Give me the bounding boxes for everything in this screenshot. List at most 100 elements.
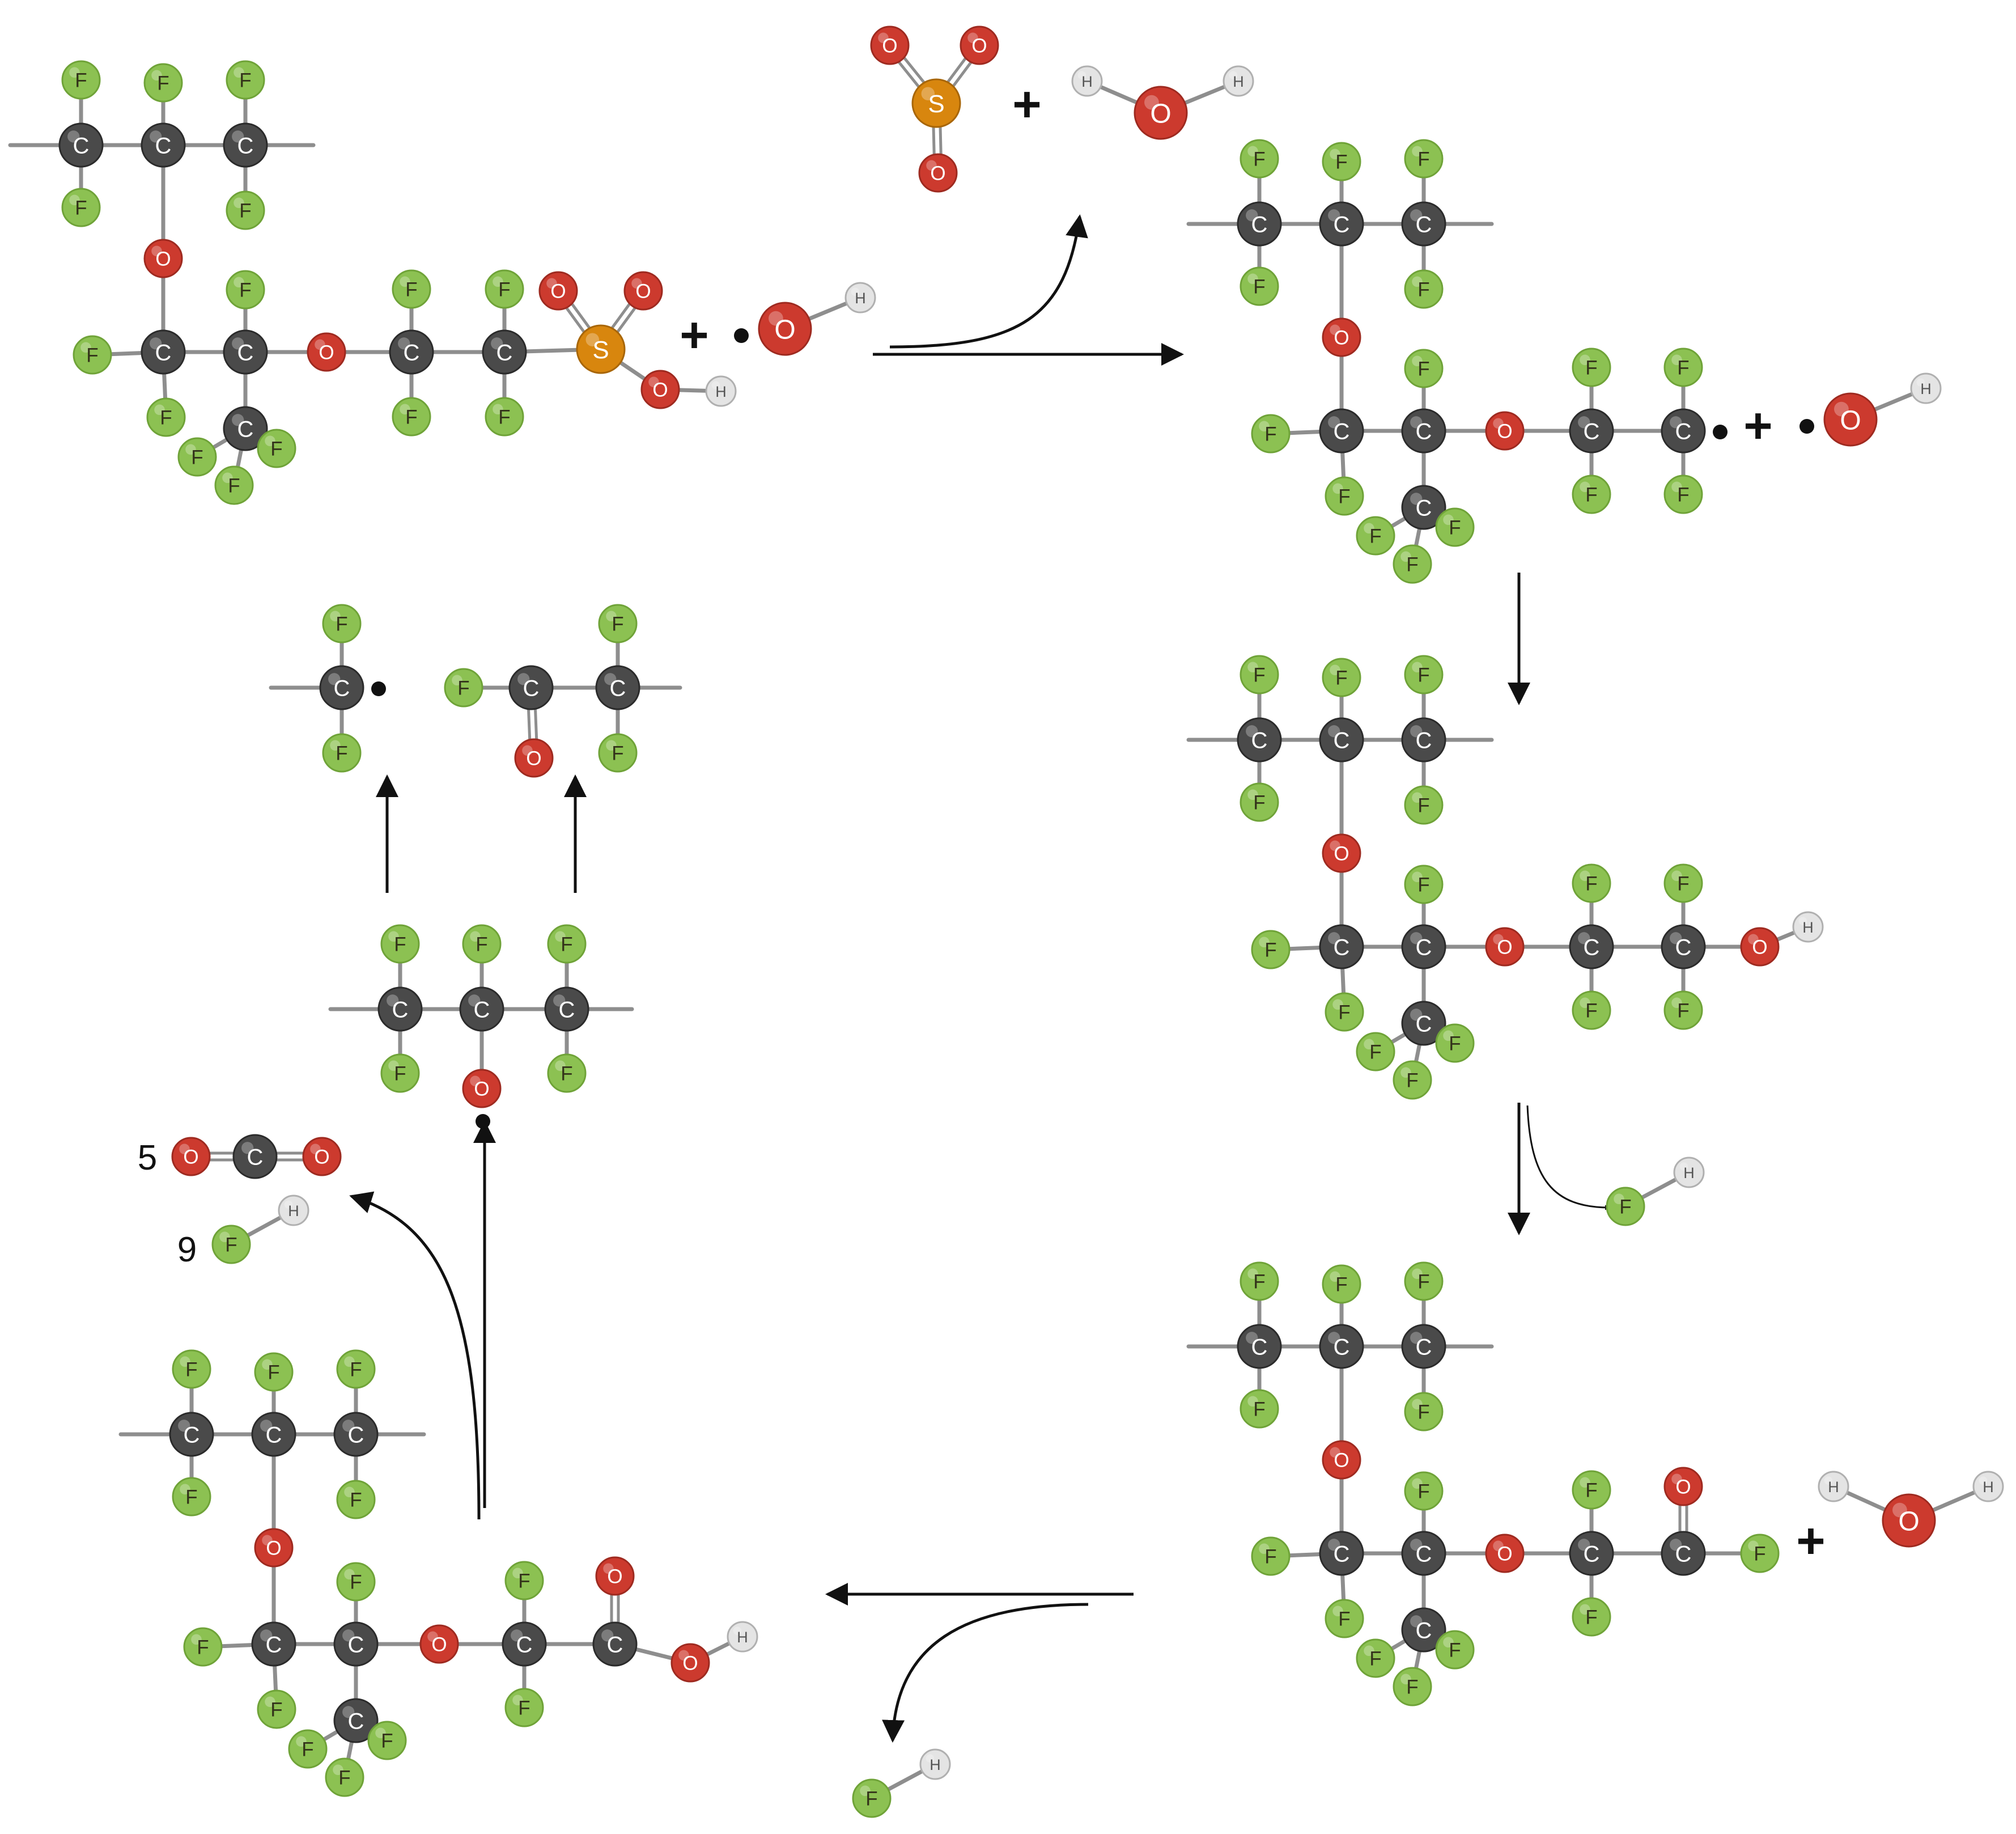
atom-label: C: [266, 1422, 282, 1447]
atom-c: C: [592, 1621, 638, 1667]
atom-label: F: [270, 438, 282, 460]
atom-f: F: [226, 190, 265, 230]
atom-label: F: [457, 677, 469, 700]
atom-label: C: [247, 1145, 264, 1170]
plus-sign: +: [1743, 397, 1772, 454]
atom-f: F: [1606, 1187, 1645, 1226]
atom-label: F: [1449, 1640, 1461, 1662]
atom-c: C: [1569, 408, 1614, 454]
atom-c: C: [141, 122, 186, 168]
atom-c: C: [319, 665, 364, 710]
atom-o: O: [870, 26, 910, 65]
atom-f: F: [598, 604, 638, 643]
atom-label: F: [228, 475, 240, 497]
atom-label: F: [225, 1234, 237, 1256]
atom-f: F: [1404, 865, 1444, 904]
atom-f: F: [598, 733, 638, 773]
atom-label: F: [350, 1359, 362, 1381]
atom-label: F: [1417, 279, 1429, 301]
atom-label: F: [1406, 1676, 1418, 1699]
atom-f: F: [226, 60, 265, 100]
atom-c: C: [459, 986, 504, 1032]
atom-f: F: [1322, 658, 1361, 697]
radical-dot: [476, 1114, 490, 1129]
atom-f: F: [392, 397, 431, 437]
atom-label: O: [1675, 1476, 1691, 1498]
atom-f: F: [462, 924, 502, 964]
atom-label: F: [498, 279, 510, 301]
atom-label: F: [405, 406, 417, 429]
atom-c: C: [141, 329, 186, 375]
atom-label: F: [270, 1699, 282, 1721]
atom-f: F: [504, 1688, 544, 1727]
atom-f: F: [1572, 348, 1611, 387]
atom-label: C: [237, 417, 254, 442]
atom-f: F: [1404, 1392, 1444, 1431]
atom-label: F: [1264, 423, 1276, 446]
atom-label: O: [314, 1146, 329, 1168]
atom-o: O: [1485, 927, 1525, 967]
atom-label: C: [1251, 728, 1268, 753]
atom-f: F: [1404, 1261, 1444, 1301]
atom-o: O: [918, 153, 958, 193]
atom-f: F: [1663, 863, 1703, 903]
atom-label: C: [496, 340, 513, 365]
atom-c: C: [58, 122, 104, 168]
atom-label: F: [1585, 357, 1597, 379]
atom-label: O: [607, 1566, 622, 1588]
atom-label: F: [1264, 1546, 1276, 1568]
atom-f: F: [1240, 655, 1279, 694]
atom-label: F: [1417, 1271, 1429, 1293]
atom-f: F: [1404, 349, 1444, 388]
atom-o: O: [1322, 317, 1361, 357]
atom-label: C: [1584, 935, 1600, 960]
atom-c: C: [232, 1134, 278, 1179]
atom-o: O: [1485, 411, 1525, 451]
atom-label: C: [1334, 212, 1350, 237]
atom-h: H: [1818, 1471, 1849, 1502]
atom-label: F: [1253, 149, 1265, 171]
atom-h: H: [1673, 1157, 1705, 1188]
atom-f: F: [1356, 1032, 1395, 1071]
atom-f: F: [1251, 414, 1291, 454]
atom-label: O: [1334, 1450, 1349, 1472]
atom-f: F: [485, 397, 524, 437]
atom-c: C: [223, 122, 268, 168]
atom-c: C: [251, 1412, 296, 1457]
atom-label: C: [1675, 419, 1692, 444]
atom-label: C: [1416, 935, 1432, 960]
atom-o: O: [1322, 1440, 1361, 1480]
atom-o: O: [514, 738, 554, 778]
atom-c: C: [1237, 1324, 1282, 1369]
atom-o: O: [640, 370, 680, 409]
atom-f: F: [380, 1053, 420, 1093]
atom-label: H: [855, 290, 866, 307]
atom-label: O: [635, 281, 651, 303]
atom-label: C: [1416, 212, 1432, 237]
atom-label: F: [1369, 526, 1381, 548]
atom-label: O: [431, 1634, 447, 1656]
atom-label: H: [715, 383, 727, 400]
coefficient-hf: 9: [177, 1230, 197, 1269]
atom-label: F: [1264, 939, 1276, 962]
atom-label: F: [1253, 664, 1265, 687]
atom-c: C: [1661, 924, 1706, 969]
atom-o: O: [1882, 1493, 1936, 1548]
atom-label: O: [155, 248, 171, 270]
atom-f: F: [172, 1477, 211, 1517]
atom-c: C: [1661, 408, 1706, 454]
atom-c: C: [223, 406, 268, 451]
atom-c: C: [502, 1621, 547, 1667]
atom-label: C: [348, 1632, 364, 1657]
atom-label: H: [1802, 919, 1814, 936]
atom-o: O: [1322, 833, 1361, 873]
atom-f: F: [1572, 990, 1611, 1030]
atom-f: F: [336, 1562, 376, 1602]
reaction-arrow: [882, 1603, 1089, 1743]
atom-c: C: [251, 1621, 296, 1667]
atom-label: F: [518, 1697, 530, 1719]
atom-f: F: [1240, 782, 1279, 822]
atom-label: C: [348, 1709, 364, 1734]
atom-label: F: [1449, 1033, 1461, 1055]
